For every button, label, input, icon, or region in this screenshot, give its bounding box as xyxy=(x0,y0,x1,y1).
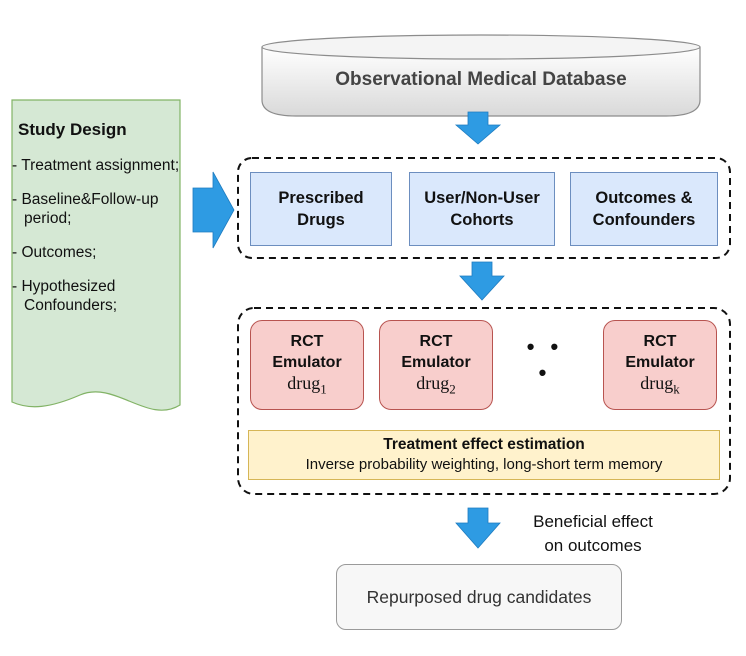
emulator-line: RCT xyxy=(419,332,453,350)
box-line: User/Non-User xyxy=(424,189,540,207)
ellipsis: • • • xyxy=(526,334,564,385)
treatment-effect-title: Treatment effect estimation xyxy=(383,436,585,453)
emulator-group-container xyxy=(237,307,731,495)
box-line: Drugs xyxy=(297,211,345,229)
arrow-down-database xyxy=(454,111,502,145)
benefit-line: on outcomes xyxy=(544,536,642,555)
emulator-line: Emulator xyxy=(401,353,471,371)
treatment-effect-box: Treatment effect estimation Inverse prob… xyxy=(248,430,720,480)
box-line: Confounders xyxy=(592,211,696,229)
study-item-baseline: - Baseline&Follow-up period; xyxy=(12,191,159,227)
study-design-document xyxy=(11,99,181,411)
drug-name: drug xyxy=(287,372,321,393)
study-item-confounders: - Hypothesized Confounders; xyxy=(12,278,118,314)
arrow-down-effect xyxy=(455,507,501,549)
drug-name: drug xyxy=(640,372,674,393)
beneficial-effect-label: Beneficial effect on outcomes xyxy=(506,510,680,558)
study-design-title: Study Design xyxy=(18,120,127,139)
emulator-line: RCT xyxy=(643,332,677,350)
emulator-line: Emulator xyxy=(625,353,695,371)
outcomes-confounders-box: Outcomes & Confounders xyxy=(570,172,718,246)
drug-name: drug xyxy=(416,372,450,393)
box-line: Cohorts xyxy=(450,211,514,229)
study-design-panel: Study Design - Treatment assignment; - B… xyxy=(12,120,180,330)
rct-emulator-k: RCT Emulator drugk xyxy=(603,320,717,410)
rct-emulator-1: RCT Emulator drug1 xyxy=(250,320,364,410)
box-line: Prescribed xyxy=(278,189,364,207)
emulator-line: Emulator xyxy=(272,353,342,371)
drug-subscript: 1 xyxy=(320,381,327,397)
cohort-group-container xyxy=(237,157,731,259)
emulator-line: RCT xyxy=(290,332,324,350)
emulator-drug: drug2 xyxy=(416,372,456,397)
arrow-right-study xyxy=(192,171,235,249)
treatment-effect-methods: Inverse probability weighting, long-shor… xyxy=(305,456,663,473)
repurposed-candidates-box: Repurposed drug candidates xyxy=(336,564,622,630)
arrow-down-cohorts xyxy=(459,261,505,301)
emulator-drug: drug1 xyxy=(287,372,327,397)
benefit-line: Beneficial effect xyxy=(533,512,653,531)
box-line: Outcomes & xyxy=(595,189,693,207)
drug-subscript: 2 xyxy=(449,381,456,397)
database-label: Observational Medical Database xyxy=(335,69,627,90)
emulator-drug: drugk xyxy=(640,372,680,397)
drug-subscript: k xyxy=(673,381,680,397)
study-item-outcomes: - Outcomes; xyxy=(12,244,97,261)
study-item-treatment: - Treatment assignment; xyxy=(12,157,180,174)
rct-emulator-2: RCT Emulator drug2 xyxy=(379,320,493,410)
database-cylinder xyxy=(261,34,701,117)
